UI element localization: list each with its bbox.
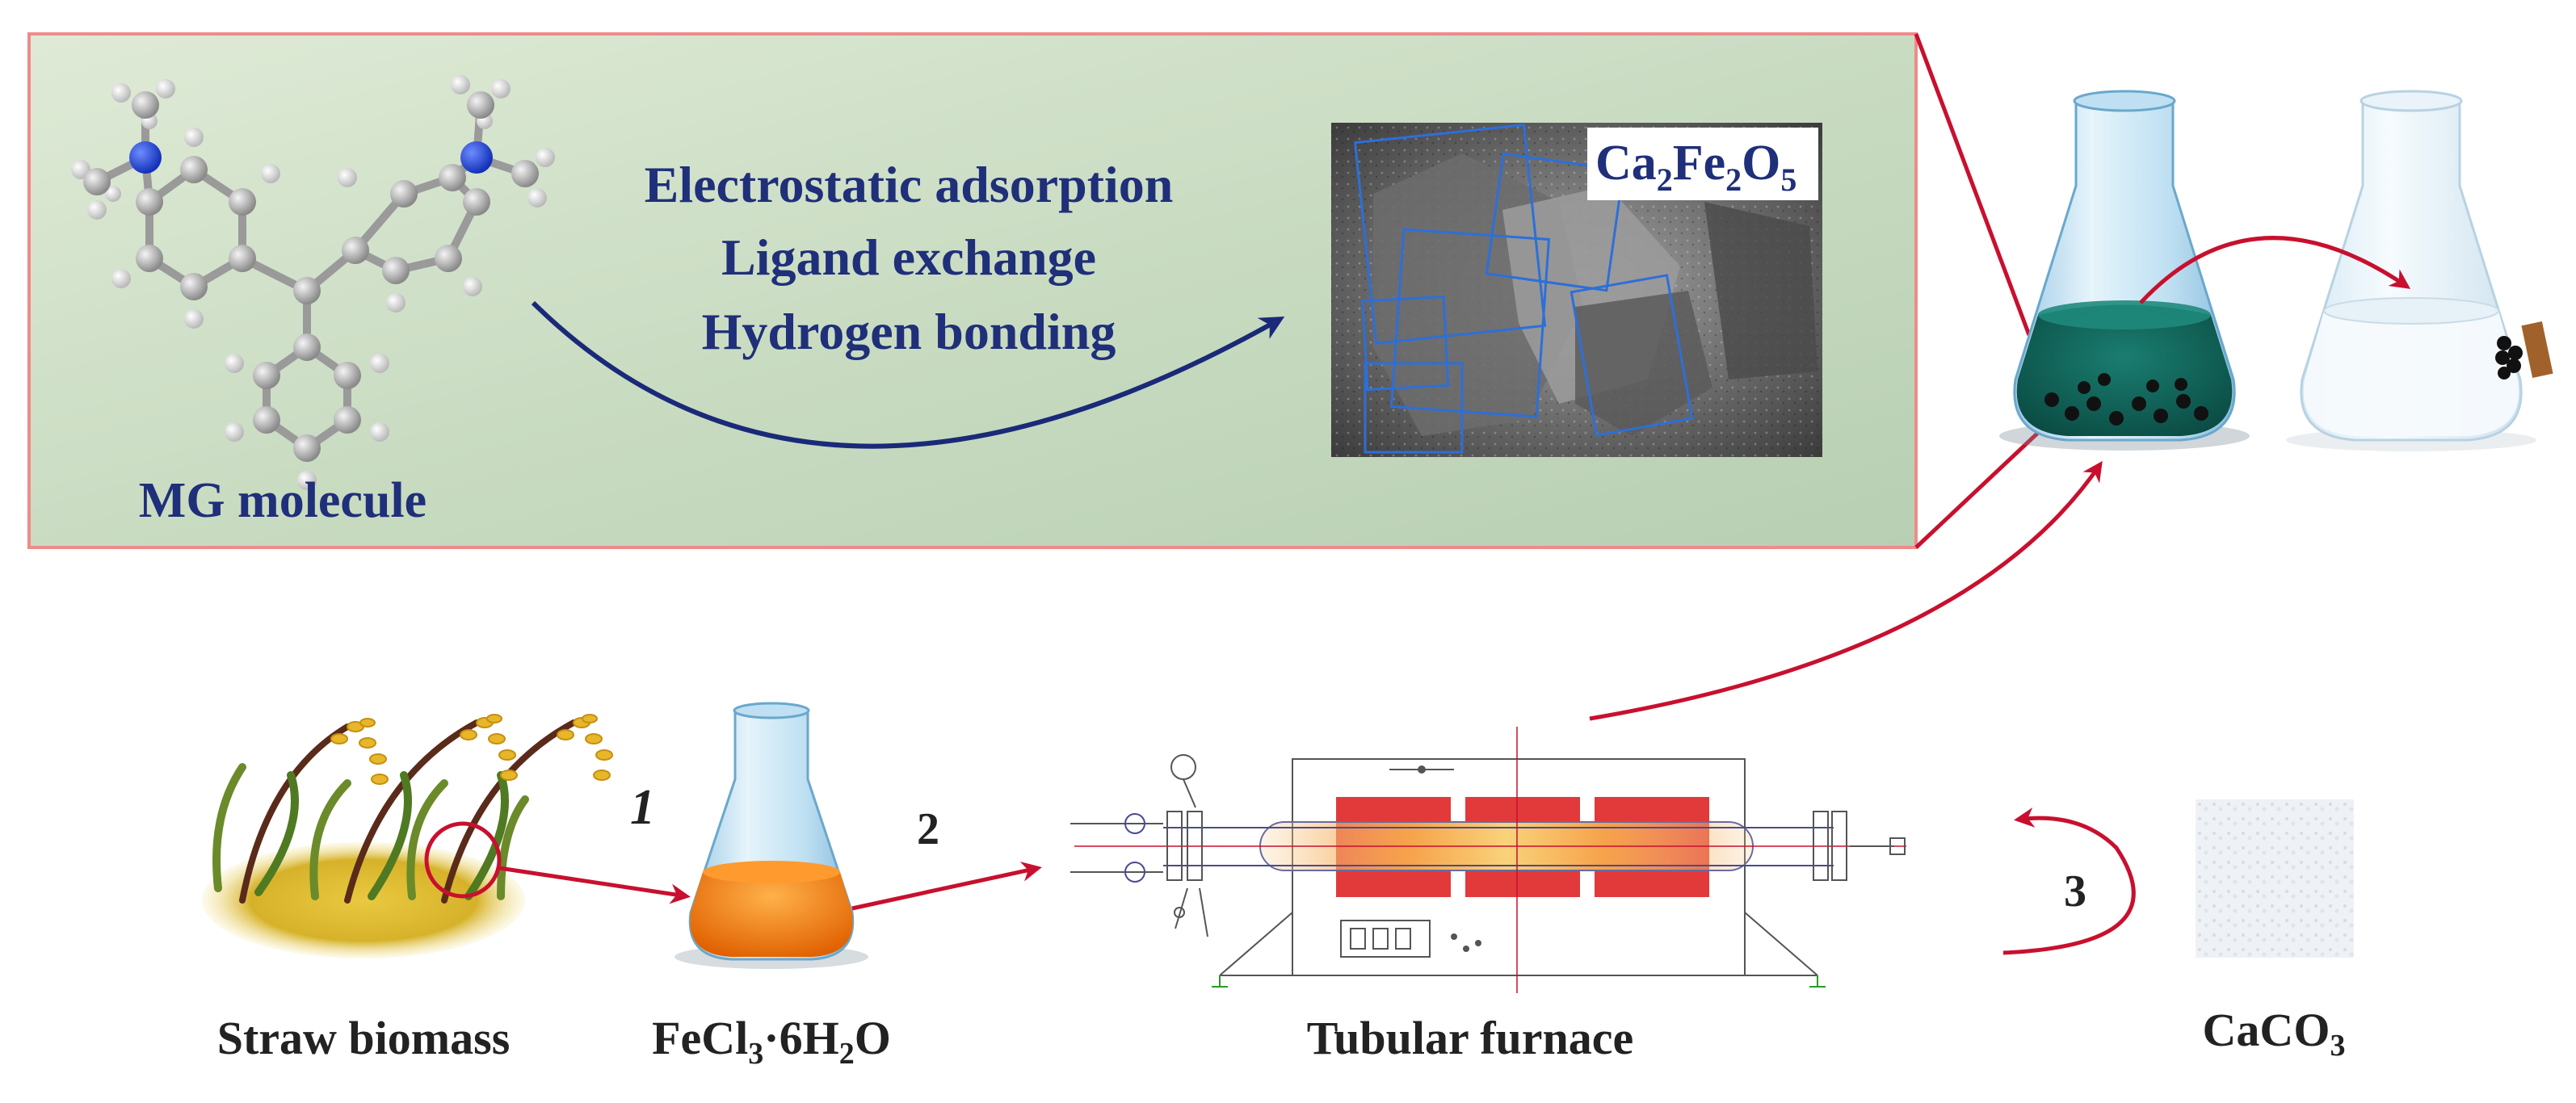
- fecl3-flask-icon: [674, 702, 868, 969]
- mechanism-ligand-exchange: Ligand exchange: [721, 229, 1096, 286]
- mg-molecule-label: MG molecule: [139, 473, 427, 528]
- step-number-1: 1: [630, 780, 655, 835]
- arrow-straw-to-flask: [498, 866, 691, 904]
- furnace-label: Tubular furnace: [1307, 1012, 1634, 1064]
- caco3-powder-icon: [2196, 799, 2354, 958]
- arrow-furnace-to-flask: [1589, 460, 2103, 721]
- caco3-label: CaCO3: [2203, 1004, 2346, 1063]
- zoom-line-bottom: [1914, 418, 2053, 549]
- straw-biomass-icon: [202, 714, 613, 958]
- zoom-line-top: [1914, 33, 2032, 336]
- mechanism-electrostatic: Electrostatic adsorption: [645, 156, 1174, 213]
- adsorption-arrow: [531, 300, 1285, 449]
- step-number-3: 3: [2064, 866, 2086, 916]
- flask-after-separation-icon: [2286, 90, 2553, 451]
- step-number-2: 2: [917, 804, 939, 854]
- arrow-flask-to-furnace: [851, 862, 1042, 911]
- separation-arrow: [2139, 236, 2411, 304]
- arrow-caco3-to-furnace: [2002, 807, 2136, 955]
- flask-with-adsorbent-icon: [1999, 90, 2250, 451]
- fecl3-label: FeCl3·6H2O: [652, 1012, 891, 1071]
- sem-phase-label: Ca2Fe2O5: [1595, 136, 1796, 198]
- sem-image: [1331, 123, 1822, 457]
- mg-molecule-icon: [71, 75, 555, 490]
- zoom-circle: [424, 821, 502, 899]
- tubular-furnace-icon: [1070, 727, 1906, 993]
- mechanism-hydrogen-bonding: Hydrogen bonding: [702, 303, 1116, 360]
- straw-biomass-label: Straw biomass: [217, 1012, 511, 1064]
